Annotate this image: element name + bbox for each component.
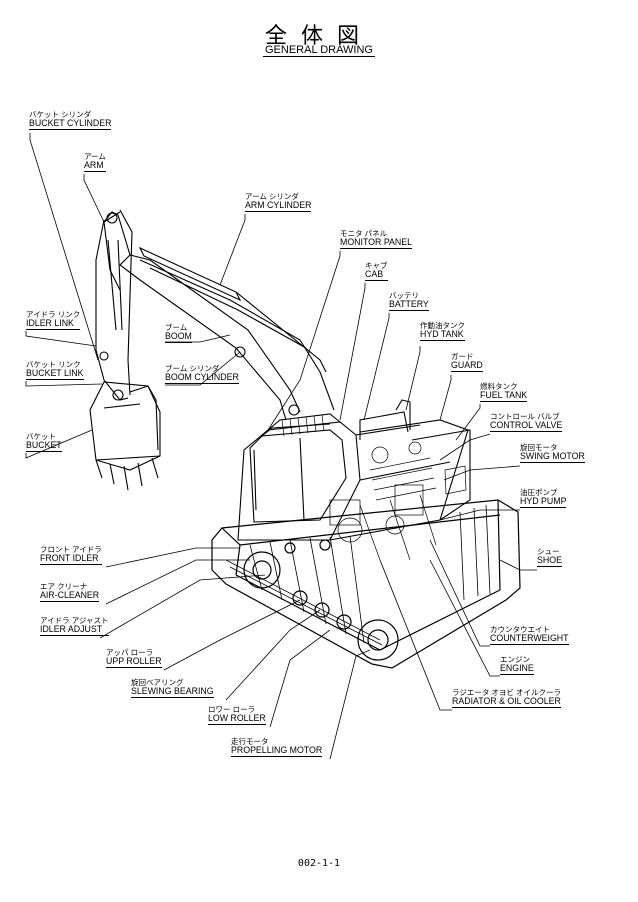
label-boom-cylinder-en: BOOM CYLINDER [165,372,239,385]
label-fuel-tank: 燃料タンク FUEL TANK [480,382,528,403]
label-air-cleaner: エア クリーナ AIR-CLEANER [40,582,100,603]
label-bucket-jp: バケット [26,432,56,441]
leader-lines [25,133,537,760]
label-battery: バッテリ BATTERY [389,291,429,312]
label-boom-cylinder: ブーム シリンダ BOOM CYLINDER [165,364,239,385]
label-guard: ガード GUARD [451,352,483,373]
label-engine-jp: エンジン [500,655,530,664]
label-arm-cylinder: アーム シリンダ ARM CYLINDER [245,192,312,213]
label-control-valve: コントロール バルブ CONTROL VALVE [490,412,563,433]
label-idler-link-en: IDLER LINK [26,318,81,331]
label-engine: エンジン ENGINE [500,655,534,676]
label-guard-jp: ガード [451,352,474,361]
label-upp-roller: アッパ ローラ UPP ROLLER [106,648,162,669]
label-shoe-jp: シュー [537,547,560,556]
label-arm-jp: アーム [84,152,106,161]
label-front-idler: フロント アイドラ FRONT IDLER [40,545,102,566]
label-idler-adjust-en: IDLER ADJUST [40,624,109,637]
label-propelling-motor-jp: 走行モータ [231,737,269,746]
label-swing-motor-en: SWING MOTOR [520,451,585,464]
label-guard-en: GUARD [451,360,483,373]
label-control-valve-en: CONTROL VALVE [490,420,563,433]
label-fuel-tank-jp: 燃料タンク [480,382,518,391]
arm [95,209,133,401]
label-front-idler-en: FRONT IDLER [40,553,102,566]
label-slewing-bearing: 旋回ベアリング SLEWING BEARING [131,678,214,699]
label-hyd-pump: 油圧ポンプ HYD PUMP [520,488,567,509]
label-counterweight-jp: カウンタウエイト [490,625,550,634]
label-air-cleaner-en: AIR-CLEANER [40,590,100,603]
boom [103,211,335,421]
label-cab-en: CAB [365,269,388,282]
label-hyd-tank: 作動油タンク HYD TANK [420,321,465,342]
label-swing-motor-jp: 旋回モータ [520,443,558,452]
label-bucket-link: バケット リンク BUCKET LINK [26,360,84,381]
label-arm-en: ARM [84,160,106,173]
label-idler-link-jp: アイドラ リンク [26,310,81,319]
label-shoe-en: SHOE [537,555,562,568]
page-title-en: GENERAL DRAWING [0,44,638,57]
arm-cylinder [138,246,327,373]
label-engine-en: ENGINE [500,663,534,676]
label-propelling-motor: 走行モータ PROPELLING MOTOR [231,737,323,758]
label-fuel-tank-en: FUEL TANK [480,390,528,403]
label-slewing-bearing-en: SLEWING BEARING [131,686,214,699]
label-bucket-link-jp: バケット リンク [26,360,81,369]
label-front-idler-jp: フロント アイドラ [40,545,102,554]
label-low-roller-jp: ロワー ローラ [208,705,256,714]
label-counterweight: カウンタウエイト COUNTERWEIGHT [490,625,569,646]
label-hyd-tank-jp: 作動油タンク [420,321,465,330]
label-boom: ブーム BOOM [165,323,192,344]
bucket [89,381,161,491]
crawler-track [211,499,521,669]
label-bucket: バケット BUCKET [26,432,62,453]
label-slewing-bearing-jp: 旋回ベアリング [131,678,184,687]
label-low-roller-en: LOW ROLLER [208,713,266,726]
label-bucket-link-en: BUCKET LINK [26,368,84,381]
page-title-jp: 全体図 [264,24,373,49]
label-arm: アーム ARM [84,152,106,173]
label-hyd-pump-jp: 油圧ポンプ [520,488,558,497]
label-radiator: ラジエータ オヨビ オイルクーラ RADIATOR & OIL COOLER [452,688,562,709]
label-battery-en: BATTERY [389,299,429,312]
label-monitor-panel-en: MONITOR PANEL [340,237,413,250]
label-air-cleaner-jp: エア クリーナ [40,582,88,591]
label-shoe: シュー SHOE [537,547,562,568]
label-idler-adjust: アイドラ アジャスト IDLER ADJUST [40,616,109,637]
label-cab: キャブ CAB [365,261,388,282]
upper-structure [237,399,471,561]
label-swing-motor: 旋回モータ SWING MOTOR [520,443,585,464]
label-monitor-panel-jp: モニタ パネル [340,229,388,238]
label-boom-en: BOOM [165,331,192,344]
label-boom-jp: ブーム [165,323,188,332]
label-hyd-pump-en: HYD PUMP [520,496,567,509]
label-battery-jp: バッテリ [389,291,419,300]
label-arm-cylinder-jp: アーム シリンダ [245,192,299,201]
label-monitor-panel: モニタ パネル MONITOR PANEL [340,229,413,250]
label-bucket-cylinder-en: BUCKET CYLINDER [29,118,112,131]
label-arm-cylinder-en: ARM CYLINDER [245,200,312,213]
page-title-en-text: GENERAL DRAWING [263,44,375,57]
label-upp-roller-en: UPP ROLLER [106,656,162,669]
label-propelling-motor-en: PROPELLING MOTOR [231,745,323,758]
label-hyd-tank-en: HYD TANK [420,329,465,342]
label-bucket-cylinder: バケット シリンダ BUCKET CYLINDER [29,110,112,131]
label-counterweight-en: COUNTERWEIGHT [490,633,569,646]
label-control-valve-jp: コントロール バルブ [490,412,560,421]
label-upp-roller-jp: アッパ ローラ [106,648,154,657]
page-number: 002-1-1 [297,858,341,869]
label-cab-jp: キャブ [365,261,388,270]
label-idler-adjust-jp: アイドラ アジャスト [40,616,109,625]
label-bucket-cylinder-jp: バケット シリンダ [29,110,92,119]
label-low-roller: ロワー ローラ LOW ROLLER [208,705,266,726]
label-radiator-en: RADIATOR & OIL COOLER [452,696,562,709]
label-bucket-en: BUCKET [26,440,62,453]
label-idler-link: アイドラ リンク IDLER LINK [26,310,81,331]
label-boom-cylinder-jp: ブーム シリンダ [165,364,220,373]
label-radiator-jp: ラジエータ オヨビ オイルクーラ [452,688,562,697]
